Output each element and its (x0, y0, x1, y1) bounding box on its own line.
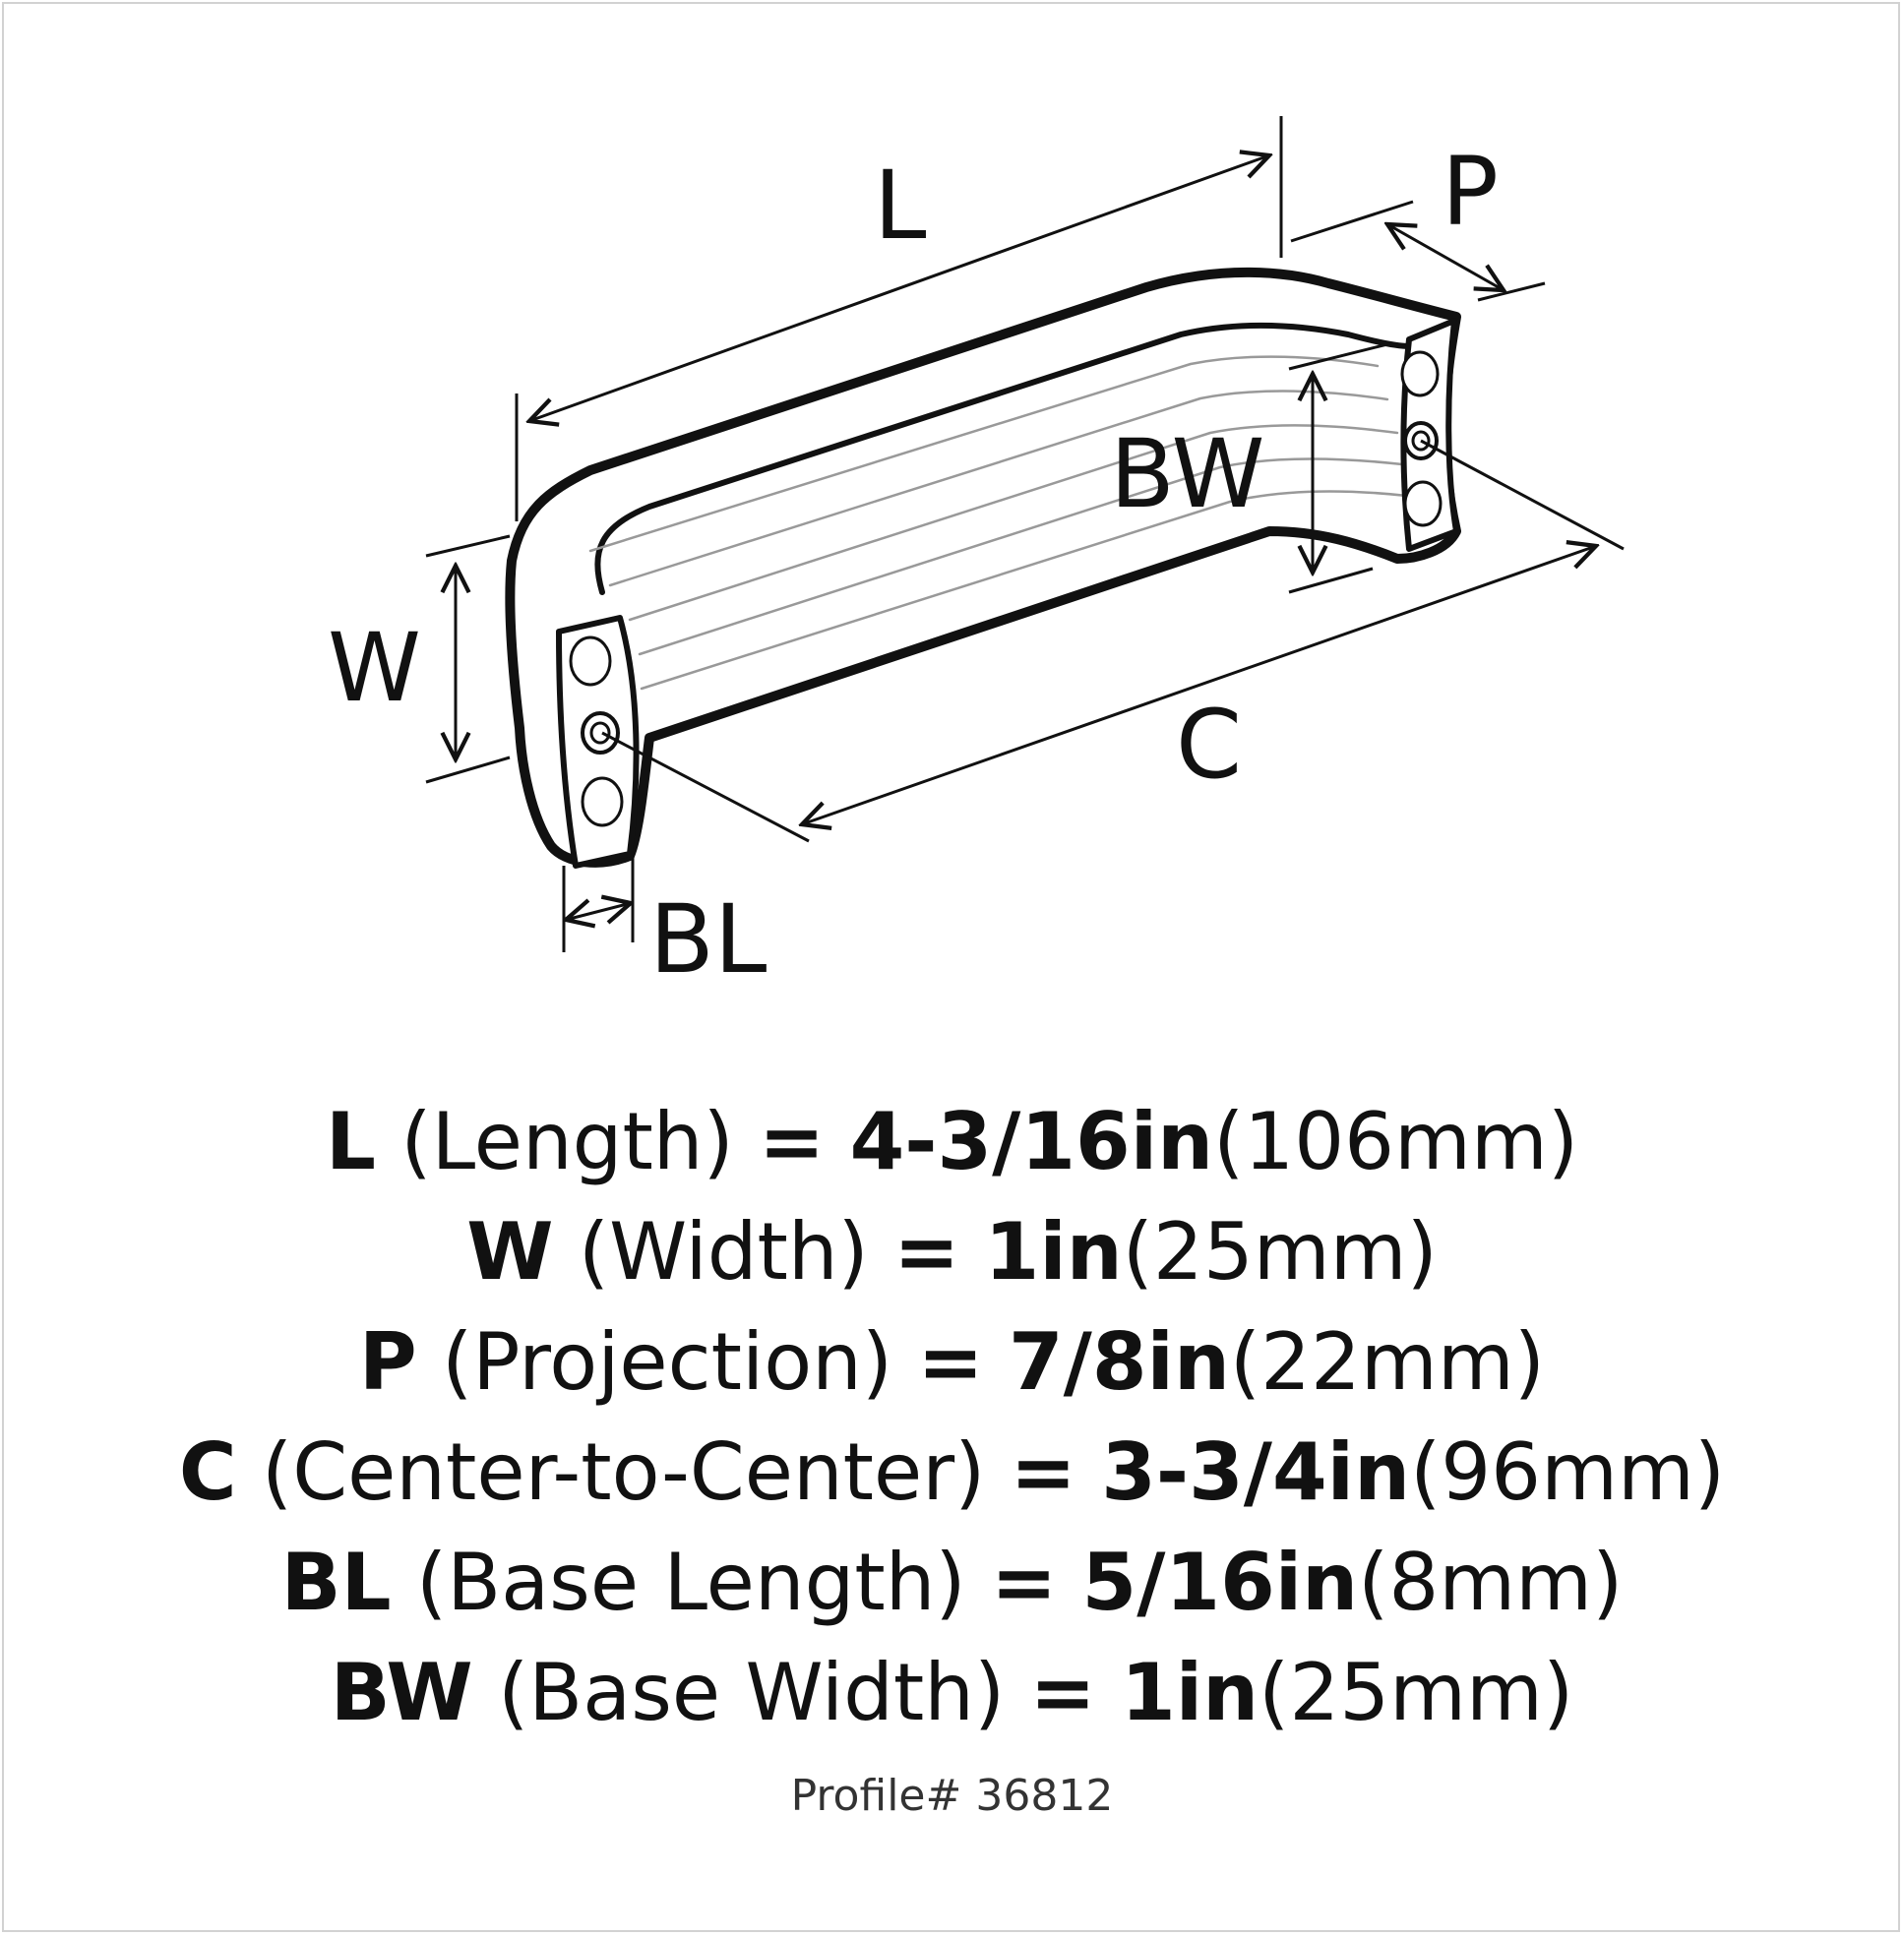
handle-outline (505, 267, 1461, 868)
right-hole-bottom (1403, 480, 1443, 527)
L-dimension-line (529, 155, 1269, 421)
spec-base-width: BW (Base Width) = 1in(25mm) (330, 1647, 1574, 1738)
BW-extension-bottom (1288, 567, 1374, 594)
left-hole-bottom (581, 776, 624, 827)
label-C: C (1176, 690, 1242, 800)
label-P: P (1442, 137, 1499, 247)
dimension-lines (425, 116, 1625, 952)
P-extension-right (1477, 281, 1546, 302)
right-hole-top (1400, 350, 1440, 397)
specifications-list: L (Length) = 4-3/16in(106mm) W (Width) =… (0, 1087, 1904, 1748)
label-BW: BW (1110, 419, 1264, 529)
P-dimension-line (1387, 224, 1504, 290)
label-BL: BL (649, 884, 767, 995)
spec-projection: P (Projection) = 7/8in(22mm) (359, 1316, 1545, 1408)
W-extension-top (425, 534, 511, 558)
label-L: L (874, 151, 926, 261)
BW-extension-top (1288, 342, 1388, 371)
left-hole-top (569, 635, 612, 687)
BL-dimension-line (566, 903, 631, 920)
label-W: W (328, 613, 421, 723)
C-extension-left (601, 731, 810, 843)
C-dimension-line (802, 546, 1596, 824)
spec-width: W (Width) = 1in(25mm) (466, 1206, 1438, 1298)
P-extension-left (1290, 200, 1414, 243)
W-extension-bottom (425, 756, 511, 784)
C-extension-right (1420, 439, 1625, 551)
spec-center-to-center: C (Center-to-Center) = 3-3/4in(96mm) (178, 1426, 1726, 1518)
profile-number: Profile# 36812 (790, 1771, 1114, 1821)
spec-base-length: BL (Base Length) = 5/16in(8mm) (280, 1537, 1624, 1628)
spec-length: L (Length) = 4-3/16in(106mm) (325, 1096, 1579, 1187)
